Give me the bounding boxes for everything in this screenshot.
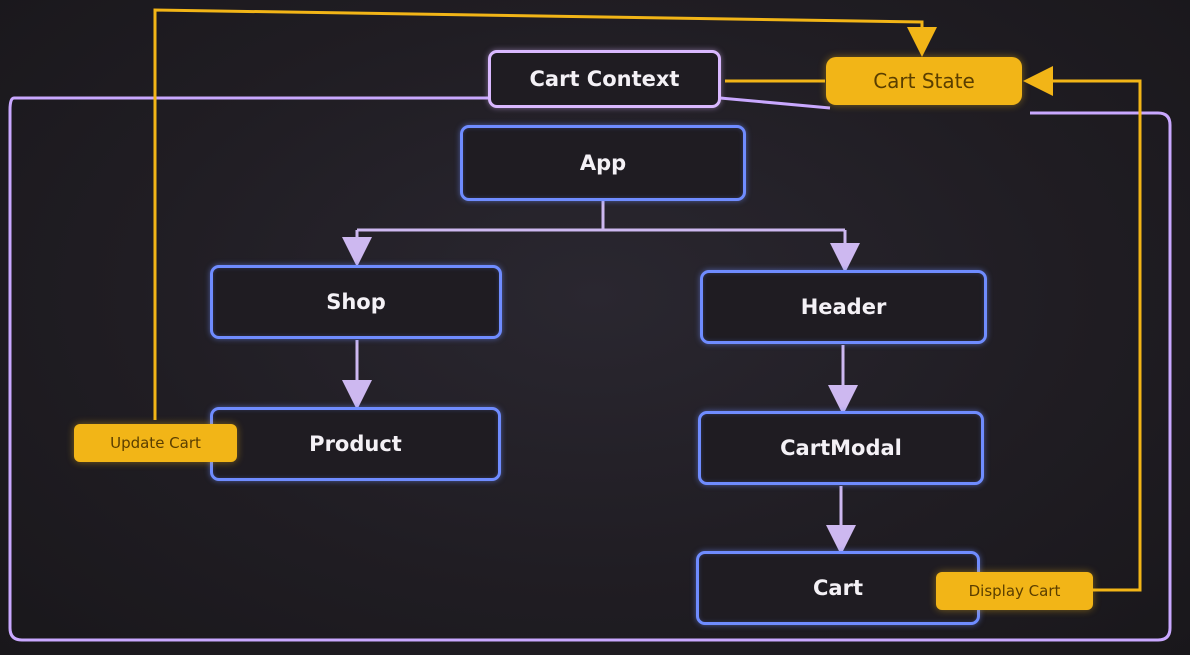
update-cart-label: Update Cart (110, 434, 201, 452)
cart-context-label: Cart Context (529, 67, 680, 91)
product-node: Product (210, 407, 501, 481)
context-boundary-top (40, 96, 831, 110)
product-label: Product (309, 432, 402, 456)
shop-node: Shop (210, 265, 502, 339)
display-cart-badge: Display Cart (936, 572, 1093, 610)
context-boundary (8, 96, 1172, 642)
shop-label: Shop (326, 290, 386, 314)
cartmodal-label: CartModal (780, 436, 902, 460)
app-node: App (460, 125, 746, 201)
header-node: Header (700, 270, 987, 344)
app-branch-connector (357, 200, 845, 232)
cart-state-node: Cart State (826, 57, 1022, 105)
cart-label: Cart (813, 576, 863, 600)
update-cart-badge: Update Cart (74, 424, 237, 462)
cartmodal-node: CartModal (698, 411, 984, 485)
display-cart-label: Display Cart (968, 582, 1061, 600)
cart-context-node: Cart Context (488, 50, 721, 108)
cart-state-label: Cart State (873, 69, 975, 93)
app-label: App (579, 151, 627, 175)
header-label: Header (800, 295, 887, 319)
display-cart-connector (1023, 66, 1142, 592)
update-cart-connector (153, 8, 937, 420)
